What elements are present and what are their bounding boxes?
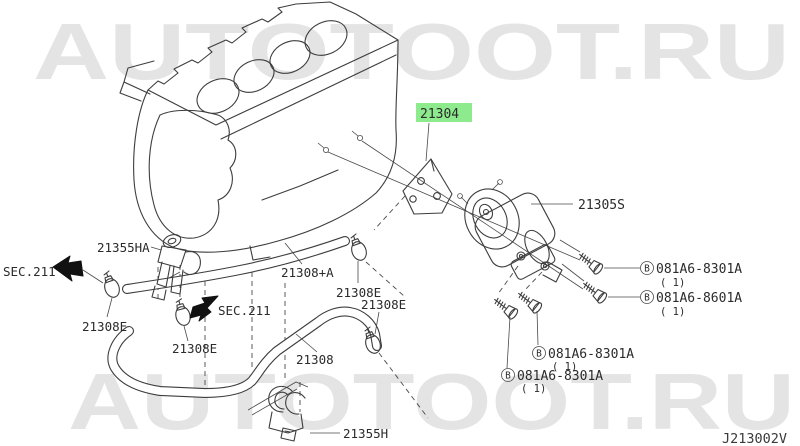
part-label-21355ha[interactable]: 21355HA: [97, 240, 150, 255]
clamp-left-drawing: [103, 270, 120, 298]
engine-block-drawing: [119, 1, 584, 290]
direction-arrow-mid: [189, 295, 219, 322]
part-label-21305s[interactable]: 21305S: [578, 198, 625, 213]
watermark-top: AUTOTOOT.RU: [33, 7, 790, 96]
part-label-21308e-mid[interactable]: 21308E: [172, 341, 217, 356]
bracket-drawing: [373, 158, 453, 231]
bolt-marker-2: B: [644, 293, 650, 304]
bolt-4-drawing: [518, 291, 543, 314]
section-ref-mid: SEC.211: [218, 303, 271, 318]
direction-arrow-left: [52, 255, 104, 284]
bolt-3-drawing: [494, 297, 519, 320]
clamp-right-drawing: [364, 326, 381, 354]
part-label-21355h[interactable]: 21355H: [343, 426, 388, 441]
clamp-mid-drawing: [175, 298, 191, 326]
bolt-callout-2[interactable]: B 081A6-8601A ( 1): [640, 290, 743, 319]
part-label-081a6-8301a-1[interactable]: 081A6-8301A: [656, 262, 742, 277]
bolt-marker-4: B: [505, 371, 511, 382]
clip-drawing: [247, 381, 309, 442]
watermark-bottom: AUTOTOOT.RU: [68, 357, 795, 446]
highlight-box[interactable]: [416, 103, 472, 122]
highlighted-part-callout[interactable]: 21304: [416, 103, 472, 162]
bolt-2-drawing: [583, 281, 608, 304]
qty-1: ( 1): [660, 277, 685, 289]
bolt-1-drawing: [579, 252, 604, 275]
section-ref-left: SEC.211: [3, 264, 56, 279]
part-label-21308[interactable]: 21308: [296, 352, 334, 367]
bolt-marker-3: B: [536, 349, 542, 360]
qty-4: ( 1): [521, 383, 546, 395]
part-label-081a6-8301a-3[interactable]: 081A6-8301A: [517, 369, 603, 384]
clamp-upper-right-drawing: [350, 233, 367, 261]
part-label-081a6-8301a-2[interactable]: 081A6-8301A: [548, 347, 634, 362]
qty-2: ( 1): [660, 306, 685, 318]
oil-cooler-drawing: [457, 179, 563, 295]
bolt-marker-1: B: [644, 264, 650, 275]
hose-lower-drawing: [107, 306, 382, 398]
qty-3: ( 1): [552, 361, 577, 373]
part-label-21308pa[interactable]: 21308+A: [281, 265, 334, 280]
part-label-21308e-right[interactable]: 21308E: [361, 297, 406, 312]
valve-drawing: [151, 234, 201, 301]
part-label-21308e-upper-right[interactable]: 21308E: [336, 285, 381, 300]
bolt-callout-1[interactable]: B 081A6-8301A ( 1): [640, 261, 743, 290]
part-label-21308e-left[interactable]: 21308E: [82, 319, 127, 334]
bolt-callout-3[interactable]: B 081A6-8301A ( 1): [532, 346, 635, 374]
bolt-callout-4[interactable]: B 081A6-8301A ( 1): [501, 368, 604, 396]
diagram-code: J213002V: [722, 431, 787, 446]
part-label-21304[interactable]: 21304: [420, 107, 459, 122]
part-label-081a6-8601a[interactable]: 081A6-8601A: [656, 291, 742, 306]
